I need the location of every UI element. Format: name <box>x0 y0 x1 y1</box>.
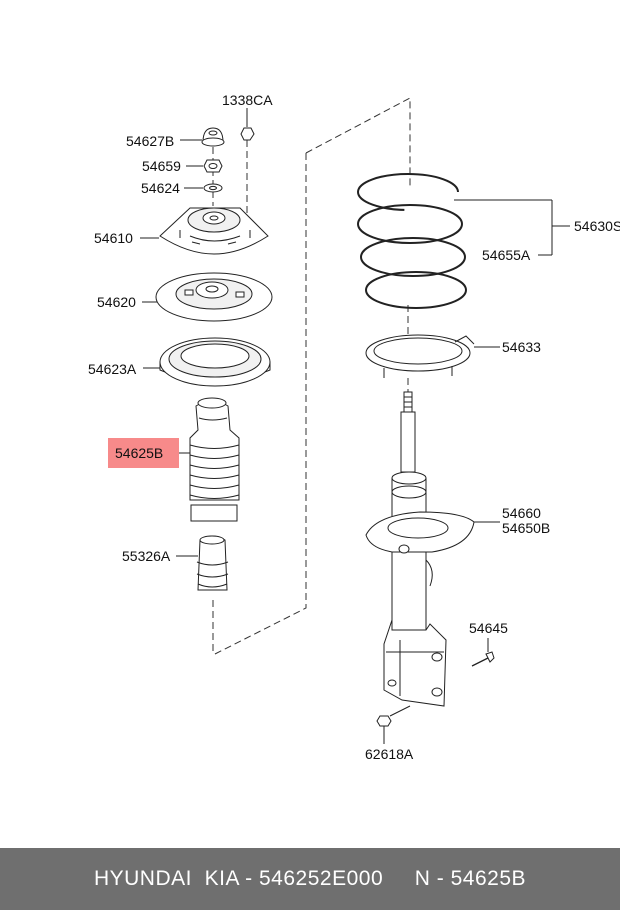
callout-54650b[interactable]: 54650B <box>502 520 550 536</box>
footer-bar: HYUNDAI KIA - 546252E000 N - 54625B <box>0 848 620 910</box>
nut-54659[interactable] <box>186 159 223 173</box>
strut-assembly-54660[interactable] <box>365 471 500 707</box>
callout-54620[interactable]: 54620 <box>97 294 136 310</box>
parts-diagram: 1338CA 54627B 54659 54624 54610 54620 54… <box>88 92 620 762</box>
callout-54633[interactable]: 54633 <box>502 339 541 355</box>
spring-pad-54633[interactable] <box>365 334 500 378</box>
callout-54623a[interactable]: 54623A <box>88 361 137 377</box>
spring-seat-54623a[interactable] <box>143 337 271 387</box>
dust-boot-54625b[interactable] <box>179 397 240 522</box>
callout-54627b[interactable]: 54627B <box>126 133 174 149</box>
callout-55326a[interactable]: 55326A <box>122 548 171 564</box>
callout-54660[interactable]: 54660 <box>502 505 541 521</box>
footer-part-number: HYUNDAI KIA - 546252E000 N - 54625B <box>93 867 527 890</box>
callout-62618a[interactable]: 62618A <box>365 746 414 762</box>
callout-54645[interactable]: 54645 <box>469 620 508 636</box>
nut-62618a[interactable] <box>376 705 411 744</box>
strut-rod <box>400 391 416 473</box>
cap-54627b[interactable] <box>180 127 225 147</box>
bump-stopper-55326a[interactable] <box>176 535 229 591</box>
callout-54624[interactable]: 54624 <box>141 180 180 196</box>
callout-54625b[interactable]: 54625B <box>115 445 163 461</box>
callout-54630s[interactable]: 54630S <box>574 218 620 234</box>
bolt-54645[interactable] <box>471 638 495 667</box>
callout-54655a[interactable]: 54655A <box>482 247 531 263</box>
callout-54610[interactable]: 54610 <box>94 230 133 246</box>
bearing-plate-54620[interactable] <box>142 272 273 322</box>
washer-54624[interactable] <box>184 183 223 193</box>
callout-54625b-highlight <box>108 438 179 468</box>
nut-1338ca[interactable] <box>240 108 255 141</box>
assembly-outline <box>212 97 411 656</box>
top-mount-54610[interactable] <box>140 207 269 255</box>
coil-spring-54630s[interactable] <box>356 172 570 309</box>
callout-1338ca[interactable]: 1338CA <box>222 92 273 108</box>
callout-54659[interactable]: 54659 <box>142 158 181 174</box>
